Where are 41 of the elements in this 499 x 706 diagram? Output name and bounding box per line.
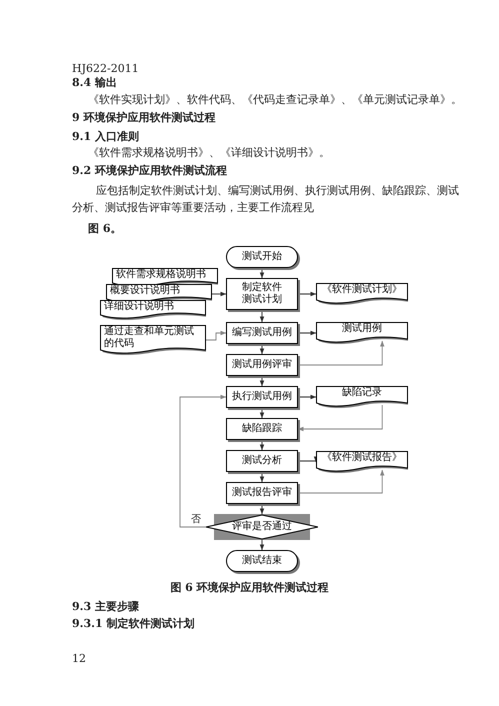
arrow	[298, 340, 384, 366]
text-line: 图 6。	[88, 222, 122, 236]
arrow	[298, 292, 316, 296]
arrow	[298, 456, 318, 462]
process-box: 编写测试用例	[226, 322, 298, 344]
text-line: 《软件需求规格说明书》、《详细设计说明书》。	[88, 146, 330, 160]
document-shape: 通过走查和单元测试的代码	[100, 325, 206, 355]
process-box: 测试用例评审	[226, 354, 298, 376]
decision-diamond: 评审是否通过	[206, 514, 318, 540]
process-box: 缺陷跟踪	[226, 418, 298, 440]
terminal-box: 测试开始	[226, 246, 298, 268]
document-shape: 详细设计说明书	[100, 300, 206, 320]
process-box: 测试分析	[226, 450, 298, 472]
process-box: 测试报告评审	[226, 482, 298, 504]
terminal-box: 测试结束	[226, 550, 298, 572]
document-shape: 测试用例	[316, 322, 408, 344]
document-shape: 缺陷记录	[316, 386, 408, 408]
arrow	[212, 292, 226, 296]
text-line: 9.2 环境保护应用软件测试流程	[72, 164, 227, 178]
document-shape: 《软件测试报告》	[316, 451, 408, 473]
text-line: 9.3 主要步骤	[72, 600, 139, 614]
page-number: 12	[72, 652, 86, 666]
arrow	[298, 404, 383, 432]
document-shape: 《软件测试计划》	[316, 283, 408, 305]
text-line: 9.3.1 制定软件测试计划	[72, 617, 194, 631]
arrow	[206, 330, 226, 340]
text-line: 《软件实现计划》、软件代码、《代码走查记录单》、《单元测试记录单》。	[88, 93, 462, 107]
text-line: 8.4 输出	[72, 76, 117, 90]
text-line: 9 环境保护应用软件测试过程	[72, 111, 216, 125]
figure-caption: 图 6 环境保护应用软件测试过程	[169, 580, 330, 596]
text-line: 9.1 入口准则	[72, 130, 139, 144]
arrow	[298, 330, 316, 336]
arrow	[260, 540, 264, 550]
arrow	[298, 470, 384, 494]
edge-label: 否	[190, 514, 202, 525]
text-line: HJ622-2011	[72, 62, 139, 76]
process-box: 制定软件测试计划	[226, 278, 298, 310]
text-line: 应包括制定软件测试计划、编写测试用例、执行测试用例、缺陷跟踪、测试分析、测试报告评审等重要活动，主要工作流程见	[72, 183, 460, 216]
arrow	[298, 394, 316, 400]
arrow	[180, 394, 226, 528]
process-box: 执行测试用例	[226, 386, 298, 408]
